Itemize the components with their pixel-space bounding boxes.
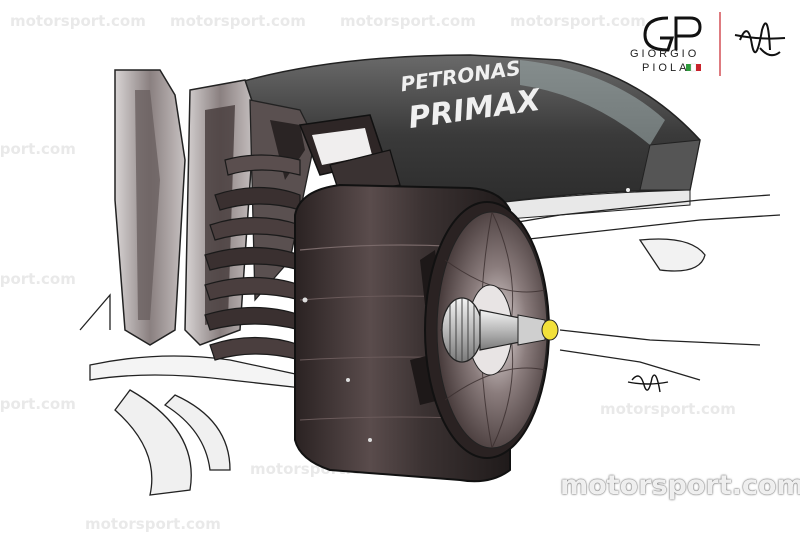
brand-watermark: motorsport.com: [560, 470, 800, 501]
signature-mark-small: [627, 374, 669, 393]
logo-name-last: PIOLA: [642, 62, 690, 74]
suspension-lines: [79, 194, 781, 496]
italy-flag: [686, 63, 701, 72]
logo-name-first: GIORGIO: [630, 48, 700, 60]
wheel-hub: [441, 297, 559, 363]
wing-endplate: [114, 69, 316, 346]
signature-mark: [734, 22, 786, 57]
mounting-bracket: [298, 114, 401, 196]
brake-duct-fins: [204, 154, 301, 361]
car-body: [229, 54, 701, 226]
gp-logo-mark: [643, 16, 702, 52]
